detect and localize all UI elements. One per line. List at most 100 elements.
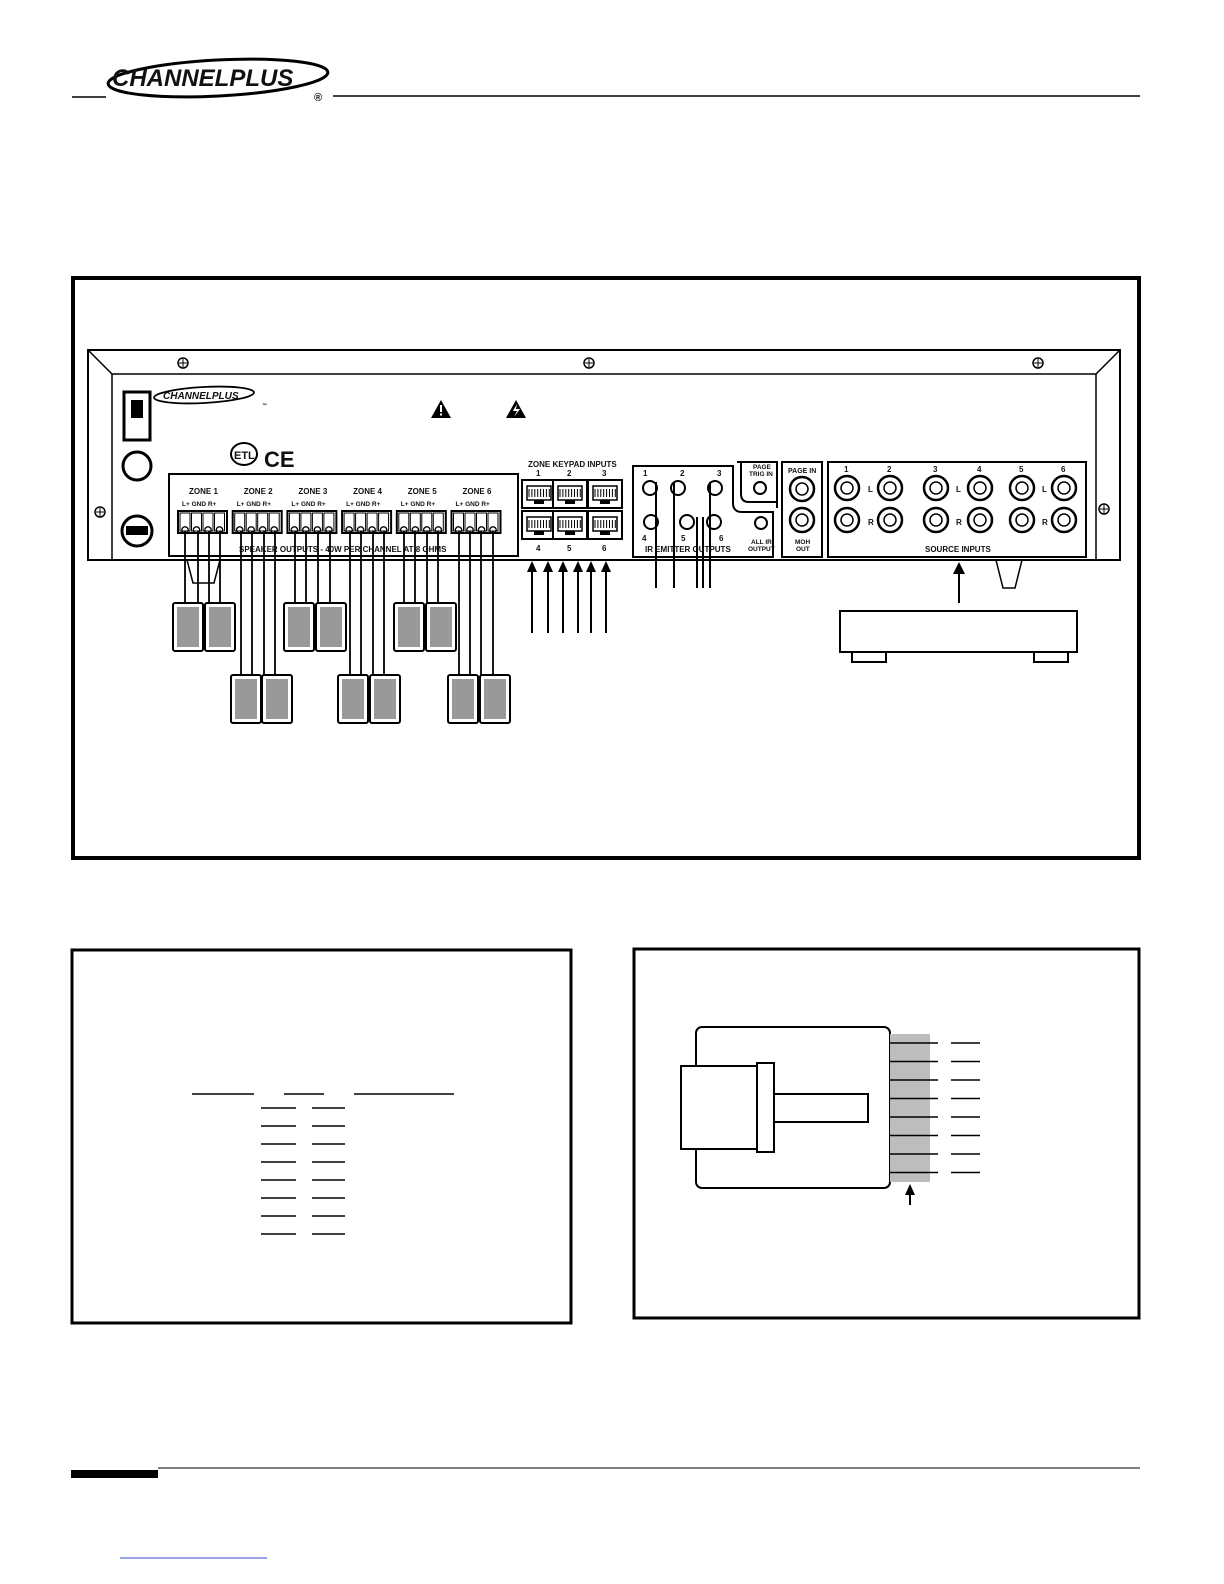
zone-1-terminal-labels: L+ GND R+ <box>182 501 217 508</box>
source-input-number: 5 <box>1019 465 1024 474</box>
speaker-icon <box>204 602 236 652</box>
source-input-jack[interactable] <box>922 474 950 502</box>
zone-3-title: ZONE 3 <box>298 487 327 496</box>
speaker-icon <box>230 674 262 724</box>
ir-emitter-wires <box>655 482 711 588</box>
screws <box>94 357 1110 518</box>
zone-3-terminal-labels: L+ GND R+ <box>291 501 326 508</box>
source-input-jack[interactable] <box>876 506 904 534</box>
panel-logo-text: CHANNELPLUS <box>163 391 239 402</box>
page-trig-in-jack[interactable] <box>753 481 767 495</box>
speaker-icon <box>447 674 479 724</box>
source-input-jack[interactable] <box>1008 506 1036 534</box>
source-input-number: 3 <box>933 465 938 474</box>
figure-frame-pinout-table <box>70 948 573 1325</box>
ir-output-number: 3 <box>717 469 722 478</box>
source-input-jack[interactable] <box>966 474 994 502</box>
svg-text:ALL IR: ALL IR <box>751 539 772 546</box>
source-left-label: L <box>956 485 961 494</box>
amplifier-back-panel: CHANNELPLUS ™ ETL CE ZONE 1L+ GND R+ZONE… <box>87 349 1121 561</box>
zone-2-terminal: ZONE 2L+ GND R+ <box>231 487 283 534</box>
source-input-jack[interactable] <box>876 474 904 502</box>
speaker-icon <box>337 674 369 724</box>
zone-5-terminal-labels: L+ GND R+ <box>401 501 436 508</box>
foot-right <box>995 559 1023 589</box>
power-switch[interactable] <box>122 390 152 442</box>
ir-output-jack[interactable] <box>707 480 723 496</box>
page-moh-section: PAGE IN MOH OUT <box>781 461 823 558</box>
keypad-port-number: 1 <box>536 469 541 478</box>
keypad-port-number: 2 <box>567 469 572 478</box>
source-right-label: R <box>868 518 874 527</box>
svg-text:OUTPUT: OUTPUT <box>748 546 775 553</box>
speaker-icon <box>172 602 204 652</box>
svg-text:™: ™ <box>262 403 267 409</box>
zone-6-terminal: ZONE 6L+ GND R+ <box>450 487 502 534</box>
svg-text:PAGE: PAGE <box>753 464 772 471</box>
panel-logo: CHANNELPLUS ™ <box>153 385 267 409</box>
svg-text:OUT: OUT <box>796 546 810 553</box>
source-left-label: L <box>1042 485 1047 494</box>
source-input-number: 4 <box>977 465 982 474</box>
zone-1-title: ZONE 1 <box>189 487 218 496</box>
source-input-jack[interactable] <box>833 506 861 534</box>
keypad-port[interactable] <box>587 510 623 540</box>
svg-text:ETL: ETL <box>234 450 255 462</box>
ir-output-number: 5 <box>681 534 686 543</box>
ce-mark: CE <box>264 447 295 472</box>
source-component <box>839 562 1078 663</box>
ir-output-jack[interactable] <box>670 480 686 496</box>
svg-text:MOH: MOH <box>795 539 810 546</box>
speaker-icon <box>393 602 425 652</box>
source-right-label: R <box>956 518 962 527</box>
keypad-port[interactable] <box>587 479 623 509</box>
page-in-jack[interactable] <box>788 475 816 503</box>
rj45-jack-drawing <box>680 1026 980 1205</box>
source-input-jack[interactable] <box>922 506 950 534</box>
speaker-icon <box>283 602 315 652</box>
source-input-jack[interactable] <box>1050 506 1078 534</box>
footer-bar <box>71 1470 158 1478</box>
registered-mark: ® <box>314 92 322 104</box>
speaker-icon <box>261 674 293 724</box>
source-input-jack[interactable] <box>966 506 994 534</box>
svg-text:PAGE IN: PAGE IN <box>788 468 816 475</box>
speaker-icon <box>425 602 457 652</box>
source-input-number: 1 <box>844 465 849 474</box>
source-input-number: 6 <box>1061 465 1066 474</box>
zone-6-title: ZONE 6 <box>463 487 492 496</box>
source-input-jack[interactable] <box>1050 474 1078 502</box>
channelplus-logo: CHANNELPLUS ® <box>106 57 330 104</box>
moh-out-jack[interactable] <box>788 506 816 534</box>
all-ir-output-jack[interactable] <box>754 516 768 530</box>
keypad-port[interactable] <box>552 510 588 540</box>
keypad-port-number: 4 <box>536 544 541 553</box>
source-left-label: L <box>868 485 873 494</box>
ir-output-number: 1 <box>643 469 648 478</box>
svg-text:TRIG IN: TRIG IN <box>749 471 773 478</box>
figure-frame-rj45-jack <box>632 947 1141 1320</box>
keypad-port[interactable] <box>552 479 588 509</box>
source-inputs-label: SOURCE INPUTS <box>925 545 991 554</box>
source-input-jack[interactable] <box>833 474 861 502</box>
zone-4-title: ZONE 4 <box>353 487 382 496</box>
zone-2-terminal-labels: L+ GND R+ <box>237 501 272 508</box>
source-input-jack[interactable] <box>1008 474 1036 502</box>
keypad-port[interactable] <box>521 510 557 540</box>
speaker-outputs-label: SPEAKER OUTPUTS - 40W PER CHANNEL AT 8 O… <box>239 545 447 554</box>
fuse-holder <box>121 450 153 482</box>
contact-pins-area <box>890 1034 930 1182</box>
ir-output-number: 6 <box>719 534 724 543</box>
keypad-port-number: 6 <box>602 544 607 553</box>
ir-output-jack[interactable] <box>679 514 695 530</box>
zone-1-terminal: ZONE 1 L+ GND R+ <box>177 487 228 534</box>
ir-output-jack[interactable] <box>643 514 659 530</box>
pinout-table-lines <box>192 1093 454 1235</box>
keypad-port[interactable] <box>521 479 557 509</box>
ir-output-number: 4 <box>642 534 647 543</box>
ir-output-jack[interactable] <box>706 514 722 530</box>
